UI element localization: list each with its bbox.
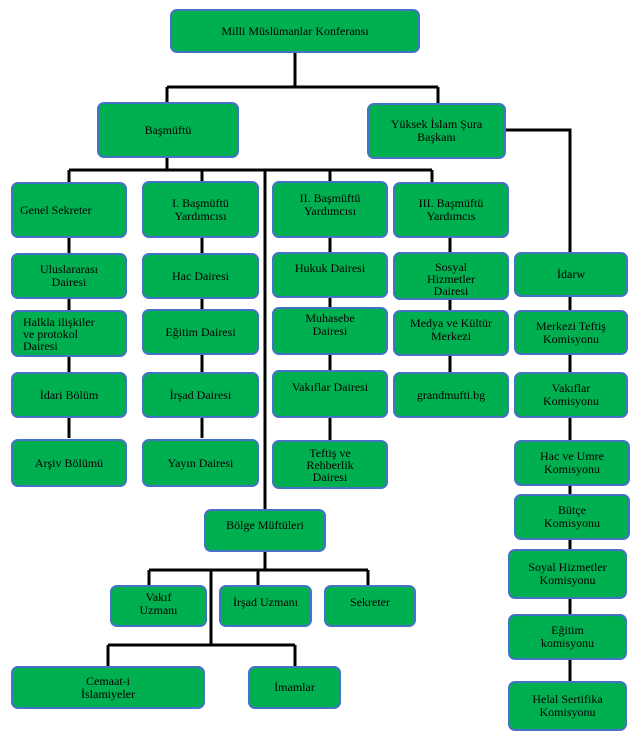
hac-dairesi-box: Hac Dairesi bbox=[142, 253, 259, 299]
halkla-iliskiler-dairesi-box: Halkla ilişkiler ve protokol Dairesi bbox=[11, 310, 127, 357]
uluslararasi-dairesi-box: Uluslararası Dairesi bbox=[11, 253, 127, 299]
genel-sekreter-box: Genel Sekreter bbox=[11, 182, 127, 238]
idarw-box: İdarw bbox=[514, 252, 628, 297]
sosyal-hizmetler-dairesi-box: Sosyal Hizmetler Dairesi bbox=[393, 252, 509, 300]
muhasebe-dairesi-box: Muhasebe Dairesi bbox=[272, 307, 388, 355]
helal-sertifika-komisyonu-box: Helal Sertifika Komisyonu bbox=[508, 681, 627, 731]
egitim-komisyonu-box: Eğitim komisyonu bbox=[508, 614, 627, 660]
vakif-uzmani-box: Vakıf Uzmanı bbox=[110, 585, 207, 627]
ikinci-basmufti-yardimcisi-box: II. Başmüftü Yardımcısı bbox=[272, 181, 388, 238]
bolge-muftuleri-box: Bölge Müftüleri bbox=[204, 509, 326, 552]
medya-ve-kultur-merkezi-box: Medya ve Kültür Merkezi bbox=[393, 310, 509, 356]
ucuncu-basmufti-yardimcisi-box: III. Başmüftü Yardımcıs bbox=[393, 182, 509, 238]
grandmufti-bg-box: grandmufti.bg bbox=[393, 372, 509, 418]
irsad-uzmani-box: İrşad Uzmanı bbox=[219, 585, 312, 627]
birinci-basmufti-yardimcisi-box: I. Başmüftü Yardımcısı bbox=[142, 181, 259, 238]
sosyal-hizmetler-komisyonu-box: Soyal Hizmetler Komisyonu bbox=[508, 549, 627, 599]
teftis-ve-rehberlik-dairesi-box: Teftiş ve Rehberlik Dairesi bbox=[272, 440, 388, 489]
egitim-dairesi-box: Eğitim Dairesi bbox=[142, 309, 259, 355]
yayin-dairesi-box: Yayın Dairesi bbox=[142, 439, 259, 487]
yuksek-islam-sura-baskani-box: Yüksek İslam Şura Başkanı bbox=[367, 103, 506, 159]
milli-muslumanlar-konferansi-box: Milli Müslümanlar Konferansı bbox=[170, 9, 420, 53]
cemaat-i-islamiyeler-box: Cemaat-i İslamiyeler bbox=[11, 666, 205, 709]
arsiv-bolumu-box: Arşiv Bölümü bbox=[11, 439, 127, 487]
merkezi-teftis-komisyonu-box: Merkezi Teftiş Komisyonu bbox=[514, 310, 628, 355]
hukuk-dairesi-box: Hukuk Dairesi bbox=[272, 252, 388, 298]
sekreter-box: Sekreter bbox=[324, 585, 416, 627]
hac-ve-umre-komisyonu-box: Hac ve Umre Komisyonu bbox=[514, 440, 630, 486]
butce-komisyonu-box: Bütçe Komisyonu bbox=[514, 494, 630, 540]
basmufti-box: Başmüftü bbox=[97, 102, 239, 158]
vakiflar-komisyonu-box: Vakıflar Komisyonu bbox=[514, 372, 628, 418]
vakiflar-dairesi-box: Vakıflar Dairesi bbox=[272, 370, 388, 418]
irsad-dairesi-box: İrşad Dairesi bbox=[142, 372, 259, 418]
imamlar-box: İmamlar bbox=[248, 666, 341, 709]
idari-bolum-box: İdari Bölüm bbox=[11, 372, 127, 418]
